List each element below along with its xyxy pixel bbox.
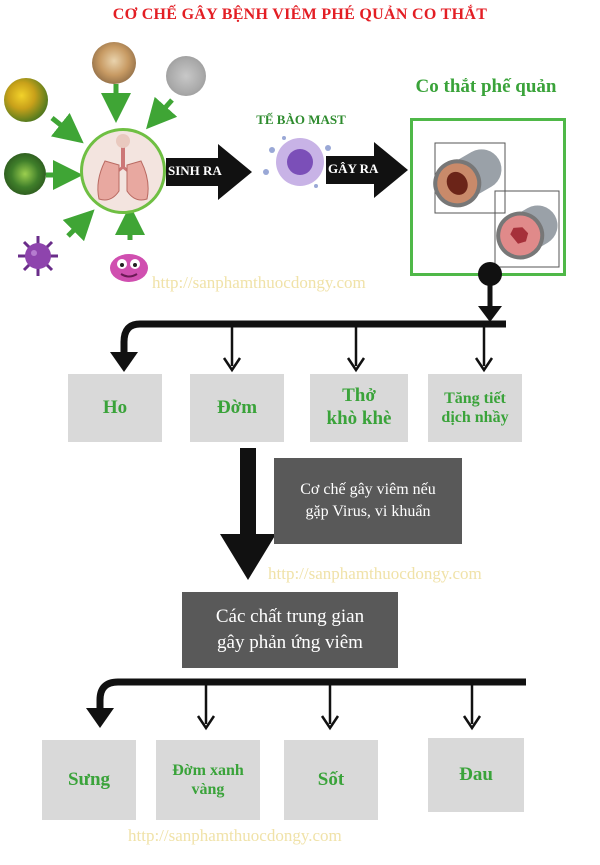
- lungs-icon: [80, 128, 166, 214]
- inflammatory-mediators-text: Các chất trung gian gây phản ứng viêm: [215, 606, 365, 653]
- infection-note-text: Cơ chế gây viêm nếu gặp Virus, vi khuẩn: [300, 481, 436, 520]
- dog-icon: [92, 42, 136, 84]
- arrow-from-dust: [146, 96, 178, 130]
- infection-note: Cơ chế gây viêm nếu gặp Virus, vi khuẩn: [274, 458, 462, 544]
- arrow-from-pollen: [50, 112, 84, 144]
- bacteria-icon: [110, 254, 148, 282]
- symptom-mucus: Tăng tiết dịch nhầy: [428, 374, 522, 442]
- symptom-cough: Ho: [68, 374, 162, 442]
- inflammation-branch-arrows: [86, 678, 526, 731]
- down-arrow-large: [220, 448, 276, 580]
- arrow-cause-label: GÂY RA: [328, 161, 379, 176]
- trigger-arrows: [46, 84, 178, 242]
- inflammatory-mediators-box: Các chất trung gian gây phản ứng viêm: [182, 592, 398, 668]
- mold-icon: [4, 153, 46, 195]
- watermark-3: http://sanphamthuocdongy.com: [128, 826, 342, 845]
- page-title: CƠ CHẾ GÂY BỆNH VIÊM PHÉ QUẢN CO THẮT: [112, 6, 488, 23]
- watermark-1: http://sanphamthuocdongy.com: [152, 273, 366, 292]
- sign-fever-label: Sốt: [317, 768, 345, 790]
- bronchospasm-title: Co thắt phế quản: [415, 76, 557, 97]
- symptom-wheezing-label: Thở khò khè: [326, 385, 392, 429]
- arrow-cause: [326, 142, 408, 198]
- symptom-branch-arrows: [110, 262, 506, 373]
- arrow-from-virus: [62, 209, 95, 242]
- mast-cell-icon: [263, 136, 337, 188]
- pollen-icon: [4, 78, 48, 122]
- mast-cell-title: TẾ BÀO MAST: [256, 112, 346, 127]
- dust-icon: [166, 56, 206, 96]
- symptom-wheezing: Thở khò khè: [310, 374, 408, 442]
- symptom-phlegm-label: Đờm: [216, 396, 258, 418]
- sign-swelling: Sưng: [42, 740, 136, 820]
- virus-icon: [18, 236, 58, 276]
- sign-fever: Sốt: [284, 740, 378, 820]
- sign-swelling-label: Sưng: [67, 768, 111, 790]
- sign-pain-label: Đau: [459, 763, 493, 785]
- sign-green-yellow-phlegm: Đờm xanh vàng: [156, 740, 260, 820]
- arrow-produce-label: SINH RA: [168, 163, 222, 178]
- sign-pain: Đau: [428, 738, 524, 812]
- watermark-2: http://sanphamthuocdongy.com: [268, 564, 482, 583]
- symptom-cough-label: Ho: [102, 396, 128, 418]
- bronchus-icon: [410, 118, 566, 276]
- arrow-produce: [166, 144, 252, 200]
- sign-green-yellow-phlegm-label: Đờm xanh vàng: [172, 761, 244, 798]
- symptom-mucus-label: Tăng tiết dịch nhầy: [441, 389, 509, 426]
- symptom-phlegm: Đờm: [190, 374, 284, 442]
